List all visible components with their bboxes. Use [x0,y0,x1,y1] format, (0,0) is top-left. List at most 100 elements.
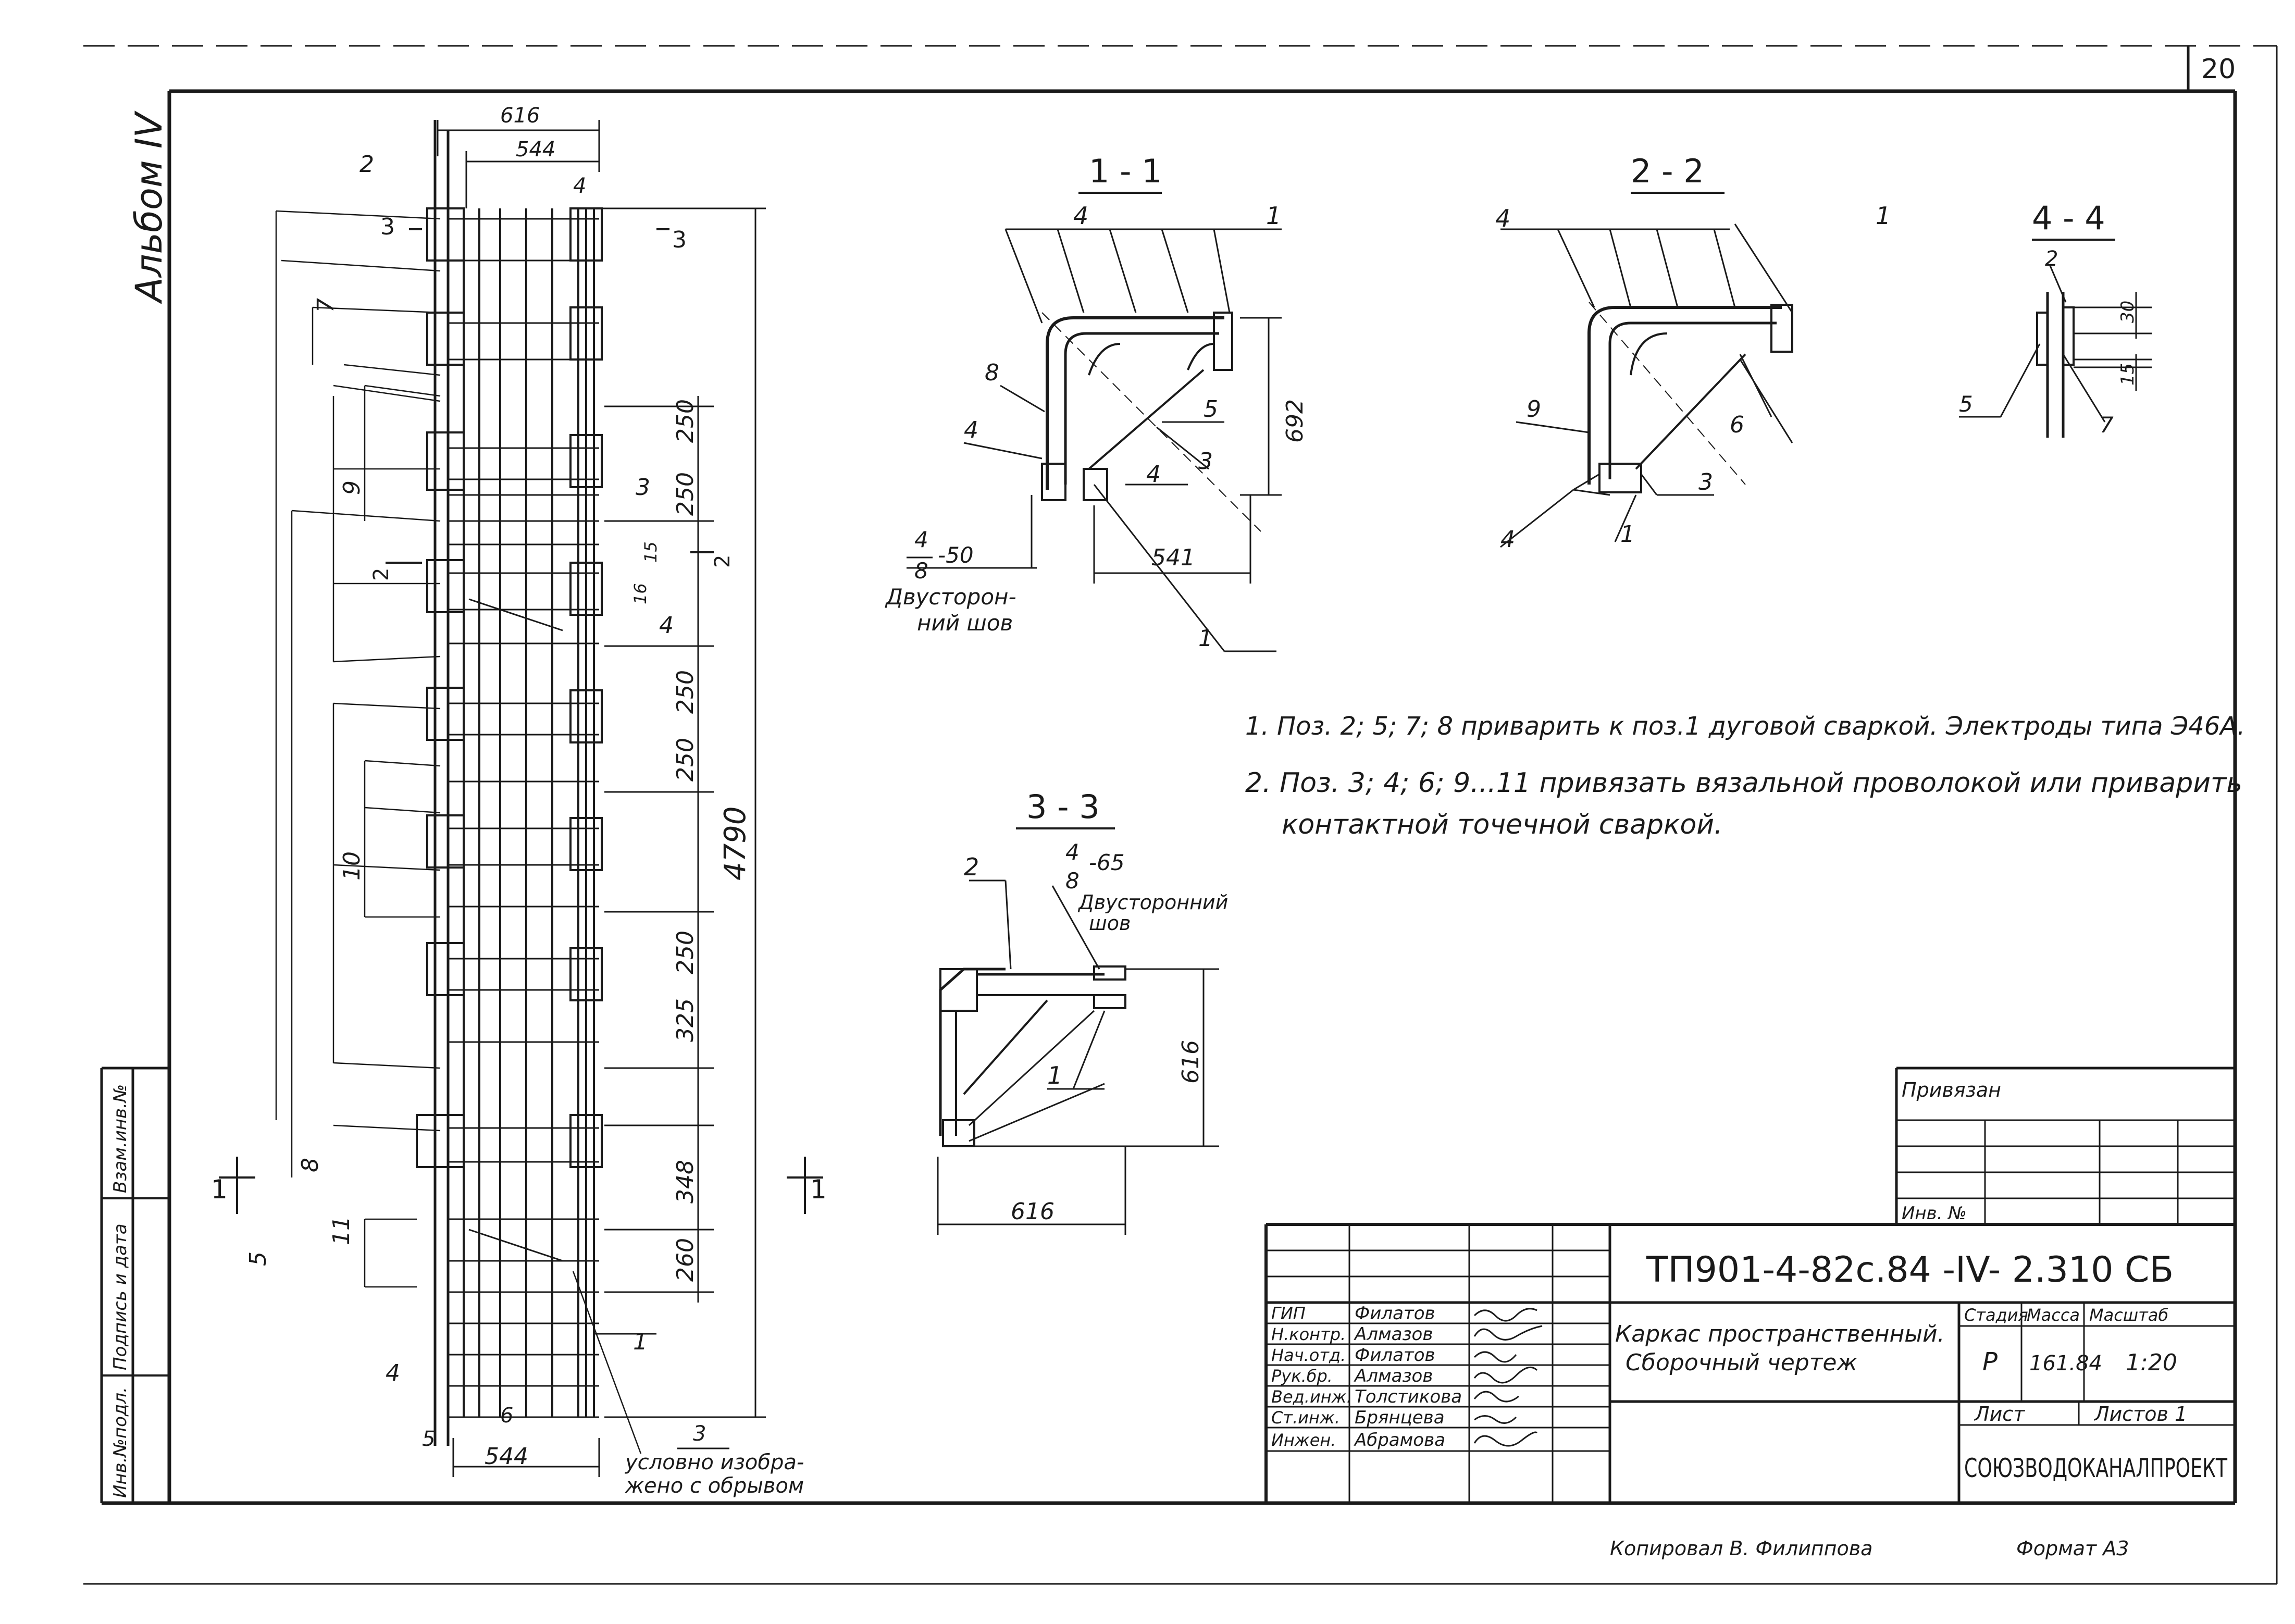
dim-16: 16 [630,583,650,604]
s33-weld-bottom: 8 [1065,868,1080,894]
pos-3-mid: 3 [636,474,650,501]
s11-dim-692: 692 [1282,399,1308,443]
section-3-3-title: 3 - 3 [1026,788,1100,826]
s33-pos-1: 1 [1047,1061,1062,1089]
left-strip-inv: Инв.№подл. [110,1387,131,1498]
pos-6-bottom: 6 [500,1404,513,1428]
pos-3-bottom: 3 [693,1422,706,1446]
note-2: 2. Поз. 3; 4; 6; 9...11 привязать вязаль… [1245,767,2242,799]
pos-8: 8 [297,1158,324,1172]
note-1: 1. Поз. 2; 5; 7; 8 приварить к поз.1 дуг… [1245,712,2245,741]
stamp-scale: 1:20 [2126,1349,2177,1376]
footer-copied: Копировал В. Филиппова [1610,1537,1872,1560]
s11-weld-length: -50 [938,542,974,568]
role-name: Филатов [1355,1345,1435,1366]
s11-dim-541: 541 [1151,544,1195,571]
dim-250-1: 250 [672,399,699,443]
page-number-box: 20 [2187,46,2236,91]
role-name: Толстикова [1355,1386,1462,1407]
s33-weld-length: -65 [1089,850,1125,875]
dim-250-3: 250 [672,670,699,714]
left-strip-replacement: Взам.инв.№ [110,1084,131,1193]
page-number: 20 [2201,54,2236,85]
footer-format: Формат А3 [2016,1537,2129,1560]
role-name: Алмазов [1354,1324,1433,1345]
pos-11: 11 [328,1216,355,1245]
dim-325: 325 [672,998,699,1042]
pos-10: 10 [339,851,365,881]
dim-616: 616 [500,104,540,128]
s44-pos-7: 7 [2100,412,2114,438]
s22-pos-9: 9 [1527,396,1541,423]
stamp-mass: 161.84 [2029,1352,2102,1375]
left-strip: Инв.№подл. Подпись и дата Взам.инв.№ [100,1067,169,1503]
pos-7: 7 [313,298,339,313]
stamp-stage-header: Стадия [1964,1305,2028,1325]
pos-5-bottom: 5 [422,1427,435,1451]
stamp-organization: СОЮЗВОДОКАНАЛПРОЕКТ [1964,1453,2227,1483]
role-name: Алмазов [1354,1366,1433,1386]
main-view [219,120,823,1477]
cut-mark-1-left: 1 [211,1174,228,1205]
section-4-4-title: 4 - 4 [2032,199,2105,237]
pos-4-mid: 4 [659,612,674,639]
cut-mark-3-right: 3 [672,227,687,253]
s33-weld-note-2: шов [1089,912,1131,935]
s33-dim-616-h: 616 [1177,1040,1204,1084]
s44-pos-5: 5 [1959,391,1973,417]
s44-dim-30: 30 [2117,301,2138,323]
s22-pos-3: 3 [1698,469,1713,495]
pos-2-top: 2 [359,151,374,178]
s11-weld-note-1: Двусторон- [885,584,1016,610]
role-label: Рук.бр. [1271,1366,1333,1386]
stamp-privyazan: Привязан [1902,1078,2001,1101]
cut-mark-1-right: 1 [810,1174,827,1205]
s11-pos-8: 8 [985,359,999,386]
s33-weld-note-1: Двусторонний [1077,891,1228,914]
s11-weld-note-2: ний шов [917,610,1013,636]
s22-pos-1-top: 1 [1876,202,1891,230]
stamp-sheets-label: Листов 1 [2093,1403,2187,1425]
section-2-2-title: 2 - 2 [1631,152,1704,190]
pos-4-bottom: 4 [386,1360,400,1386]
dim-260: 260 [672,1238,699,1282]
s22-pos-1-bottom: 1 [1620,521,1635,548]
s11-pos-1-bottom: 1 [1198,625,1213,652]
pos-1-bottom: 1 [633,1329,648,1355]
s11-pos-4-top: 4 [1073,202,1088,230]
title-block [1264,1067,2235,1503]
dim-15: 15 [641,541,661,563]
role-label: Инжен. [1271,1430,1336,1450]
dim-544-top: 544 [516,138,555,162]
stamp-inv: Инв. № [1902,1203,1967,1224]
s11-pos-5: 5 [1204,396,1218,423]
drawing-frame [102,89,2237,1505]
section-4-4 [1959,239,2152,438]
note-conditional-2: жено с обрывом [625,1474,804,1498]
notes: 1. Поз. 2; 5; 7; 8 приварить к поз.1 дуг… [1245,712,2245,840]
cut-mark-3-left: 3 [380,214,395,240]
dim-250-2: 250 [672,472,699,516]
s11-weld-top: 4 [914,527,928,552]
s33-dim-616-w: 616 [1011,1198,1055,1225]
cut-mark-2-left: 2 [369,568,393,581]
role-name: Филатов [1355,1303,1435,1324]
pos-4-top: 4 [573,174,586,198]
s11-pos-3: 3 [1198,448,1213,475]
s33-weld-top: 4 [1065,839,1080,865]
role-name: Абрамова [1354,1430,1445,1451]
stamp-title-2: Сборочный чертеж [1626,1349,1857,1376]
stamp-stage: Р [1982,1347,1998,1377]
pos-9: 9 [339,480,365,495]
dim-544-bottom: 544 [485,1443,528,1470]
stamp-roles: ГИП Филатов Н.контр. Алмазов Нач.отд. Фи… [1271,1303,1462,1451]
stamp-code: ТП901-4-82с.84 -IV- 2.310 СБ [1646,1249,2174,1291]
album-label: Альбом IV [128,110,170,304]
stamp-title-1: Каркас пространственный. [1615,1321,1945,1347]
role-label: Нач.отд. [1271,1345,1346,1365]
dim-348: 348 [672,1160,699,1204]
s22-pos-4-bottom: 4 [1500,526,1515,553]
s44-pos-2: 2 [2045,247,2058,271]
stamp-mass-header: Масса [2027,1305,2080,1325]
cut-mark-2-right: 2 [711,555,735,568]
